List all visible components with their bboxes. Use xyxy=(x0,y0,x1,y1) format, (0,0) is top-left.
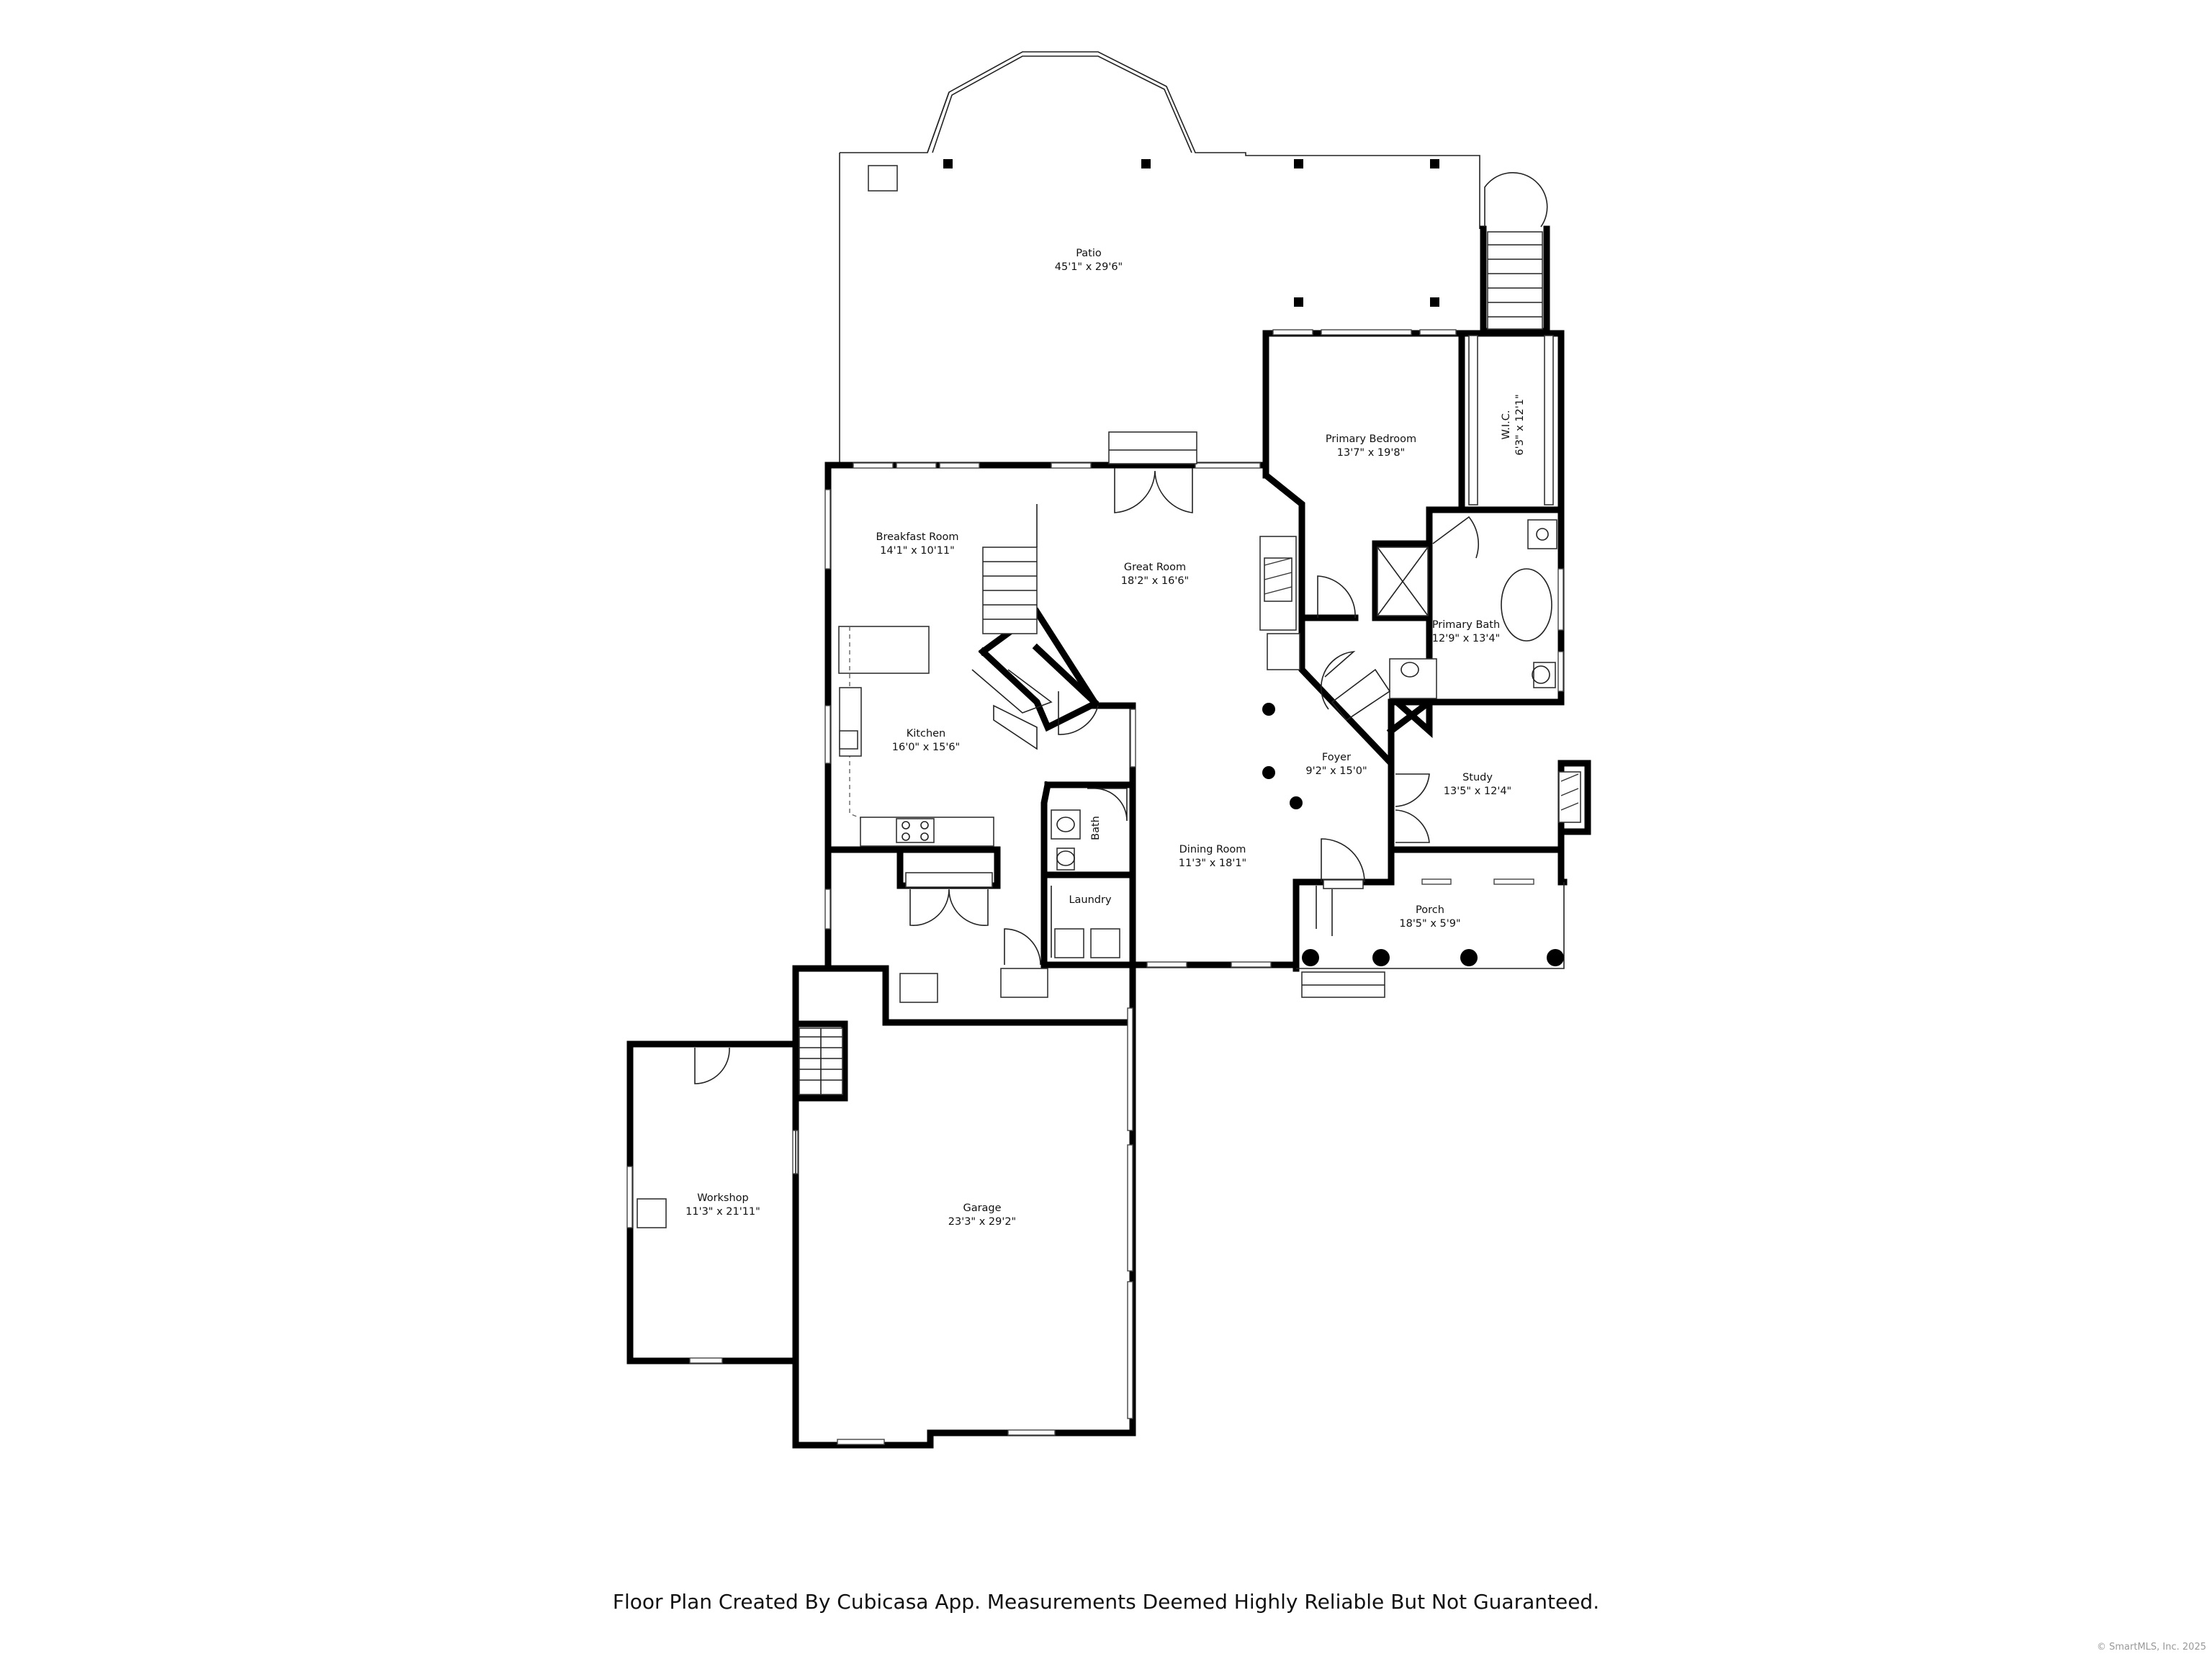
fixtures xyxy=(637,171,1581,1228)
workshop-dimensions: 11'3" x 21'11" xyxy=(685,1206,760,1218)
porch-column xyxy=(1547,949,1564,966)
porch-label: Porch xyxy=(1416,904,1444,916)
patio-dimensions: 45'1" x 29'6" xyxy=(1055,261,1123,273)
foyer-dimensions: 9'2" x 15'0" xyxy=(1305,765,1367,777)
porch-column xyxy=(1372,949,1390,966)
patio-grill-box xyxy=(868,165,898,192)
garage-dimensions: 23'3" x 29'2" xyxy=(948,1216,1016,1228)
breakfast-room-label: Breakfast Room xyxy=(876,531,959,543)
garage-label: Garage xyxy=(963,1202,1001,1214)
column xyxy=(1262,703,1275,716)
patio-post xyxy=(1141,159,1151,168)
porch-column xyxy=(1302,949,1319,966)
primary-bath-dimensions: 12'9" x 13'4" xyxy=(1432,633,1500,644)
porch-column xyxy=(1460,949,1478,966)
patio-post xyxy=(1430,297,1439,307)
primary-bedroom-dimensions: 13'7" x 19'8" xyxy=(1337,447,1405,459)
column xyxy=(1262,766,1275,779)
patio-label: Patio xyxy=(1076,248,1102,259)
patio-post xyxy=(1294,297,1303,307)
patio-area xyxy=(839,51,1480,465)
walls xyxy=(626,225,1591,1449)
column xyxy=(1290,796,1303,809)
great-room-label: Great Room xyxy=(1124,562,1186,573)
disclaimer-text: Floor Plan Created By Cubicasa App. Meas… xyxy=(612,1590,1600,1614)
copyright-text: © SmartMLS, Inc. 2025 xyxy=(2096,1642,2206,1653)
primary-bedroom-label: Primary Bedroom xyxy=(1326,433,1416,445)
wic-label-group: W.I.C. 6'3" x 12'1" xyxy=(1501,394,1526,455)
windows xyxy=(626,329,1564,1445)
patio-post xyxy=(943,159,953,168)
bath-label: Bath xyxy=(1090,816,1102,840)
dining-room-dimensions: 11'3" x 18'1" xyxy=(1179,858,1246,869)
room-labels: Patio 45'1" x 29'6" Primary Bedroom 13'7… xyxy=(685,248,1526,1228)
primary-bath-label: Primary Bath xyxy=(1432,619,1500,631)
porch-dimensions: 18'5" x 5'9" xyxy=(1399,918,1460,930)
patio-post xyxy=(1294,159,1303,168)
wic-dimensions: 6'3" x 12'1" xyxy=(1514,394,1526,455)
study-dimensions: 13'5" x 12'4" xyxy=(1444,786,1511,797)
laundry-label: Laundry xyxy=(1069,894,1112,906)
great-room-dimensions: 18'2" x 16'6" xyxy=(1121,575,1189,587)
kitchen-label: Kitchen xyxy=(907,728,946,739)
dining-room-label: Dining Room xyxy=(1179,844,1246,855)
kitchen-dimensions: 16'0" x 15'6" xyxy=(892,742,960,753)
wic-label: W.I.C. xyxy=(1501,410,1512,440)
workshop-label: Workshop xyxy=(697,1192,749,1204)
foyer-label: Foyer xyxy=(1322,752,1351,763)
study-label: Study xyxy=(1462,772,1493,783)
breakfast-room-dimensions: 14'1" x 10'11" xyxy=(880,545,955,557)
patio-post xyxy=(1430,159,1439,168)
